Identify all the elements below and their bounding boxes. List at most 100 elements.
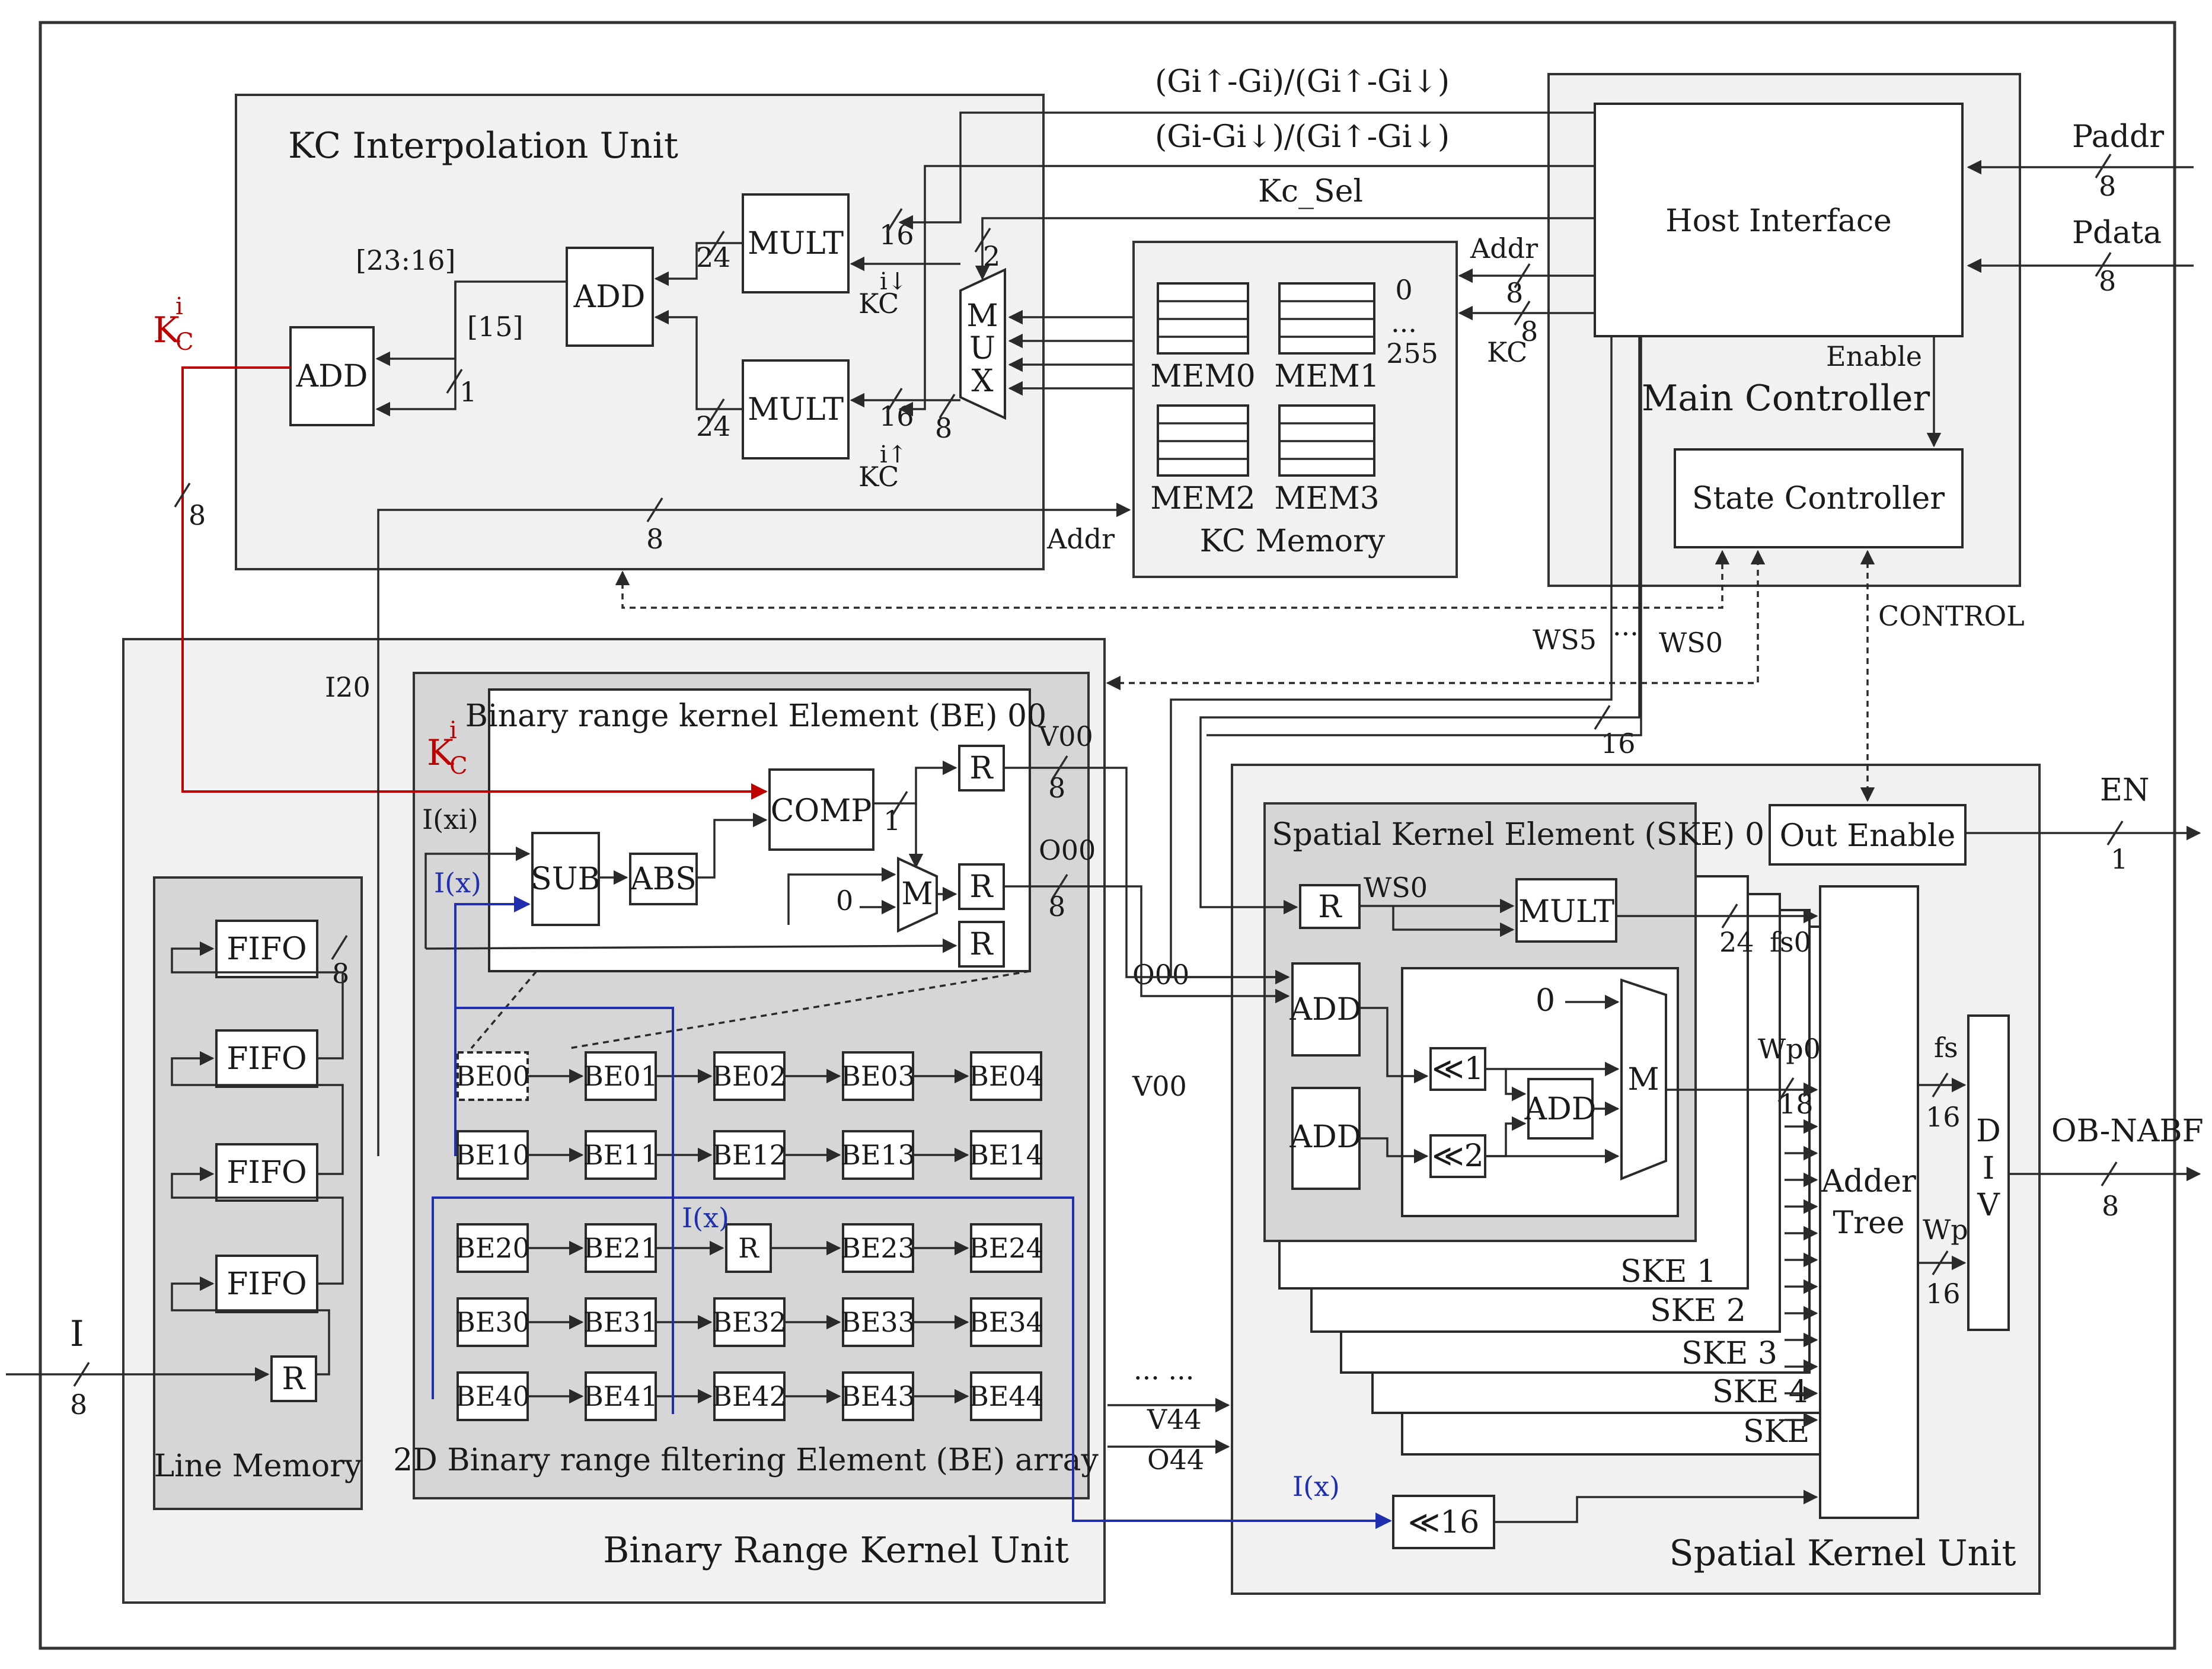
- ws-dots: ···: [1613, 618, 1639, 650]
- fifo-2: [215, 1029, 318, 1088]
- dots-row: ··· ···: [1134, 1362, 1194, 1394]
- mult-lower-label: MULT: [748, 392, 844, 427]
- kc-label-top: KC: [1487, 336, 1527, 368]
- width-16-wp: 16: [1926, 1278, 1961, 1310]
- fifo-3: [215, 1143, 318, 1202]
- div-block: [1967, 1014, 2010, 1331]
- be-cell-label: BE33: [841, 1306, 915, 1338]
- bus-width-marks: [73, 154, 2124, 1387]
- mult-block-lower: [742, 359, 850, 459]
- width-16-lower: 16: [879, 400, 914, 432]
- kc-memory: MEM0 MEM1 MEM2 MEM3 KC Memory 0 ... 255: [1132, 241, 1458, 578]
- enable-label: Enable: [1826, 340, 1922, 372]
- sub-block: [531, 832, 600, 926]
- ske-mux: [1620, 978, 1667, 1180]
- width-16-ws: 16: [1601, 727, 1636, 759]
- be-cell-label: BE34: [969, 1306, 1043, 1338]
- be-cell-be30: [457, 1297, 529, 1347]
- out-enable-label: Out Enable: [1780, 818, 1956, 854]
- be-cell-be33: [842, 1297, 914, 1347]
- be-cell-label: BE01: [583, 1060, 658, 1092]
- add-interp-label: ADD: [573, 279, 646, 315]
- ske-zero: 0: [1536, 983, 1555, 1019]
- be-reg-o: [958, 863, 1005, 910]
- fifo-2-label: FIFO: [226, 1041, 307, 1077]
- ske-add-shift-label: ADD: [1524, 1092, 1597, 1127]
- ske-add-upper: [1291, 962, 1361, 1057]
- en-label: EN: [2100, 773, 2149, 808]
- width-1-comp: 1: [883, 805, 901, 837]
- width-8-fifo: 8: [332, 958, 349, 990]
- ske-register: [1299, 884, 1361, 929]
- kc-mux: [959, 267, 1006, 420]
- be-cell-label: BE43: [841, 1380, 915, 1412]
- host-interface-label: Host Interface: [1665, 203, 1891, 239]
- be-cell-label: BE31: [583, 1306, 658, 1338]
- outer-frame: [39, 21, 2176, 1650]
- be-reg-pass: [958, 921, 1005, 968]
- ske-register-label: R: [1318, 889, 1342, 925]
- mem1-label: MEM1: [1274, 359, 1380, 394]
- be00-detail-title: Binary range kernel Element (BE) 00: [465, 698, 1046, 734]
- fifo-4: [215, 1255, 318, 1313]
- sub-label: SUB: [531, 861, 601, 897]
- wires: [6, 111, 2201, 1529]
- binary-range-kernel-unit: Binary Range Kernel Unit I20 Line Memory…: [122, 638, 1106, 1604]
- width-2-mux: 2: [983, 240, 1000, 272]
- be-cell-be43: [842, 1371, 914, 1421]
- width-8-addr-top: 8: [1506, 277, 1523, 309]
- ws0-label-top: WS0: [1659, 627, 1723, 659]
- be-cell-label: BE32: [712, 1306, 787, 1338]
- ix-label-ske: I(x): [1292, 1470, 1340, 1502]
- grid-register-label: R: [738, 1232, 759, 1264]
- i20-label: I20: [325, 671, 371, 703]
- ske0-title: Spatial Kernel Element (SKE) 0: [1272, 817, 1764, 853]
- width-8-out: 8: [2102, 1190, 2119, 1222]
- be-cell-be13: [842, 1130, 914, 1180]
- mux-letter-x: X: [971, 363, 993, 399]
- mux-letter-m: M: [966, 298, 998, 334]
- v44-label: V44: [1147, 1403, 1202, 1435]
- mem-range-end: 255: [1386, 337, 1438, 369]
- width-16-fs: 16: [1926, 1101, 1961, 1133]
- kci-down-label: KC: [858, 288, 899, 320]
- spatial-kernel-title: Spatial Kernel Unit: [1670, 1533, 2016, 1574]
- kc-interpolation-title: KC Interpolation Unit: [288, 125, 678, 167]
- be-cell-label: BE23: [841, 1232, 915, 1264]
- ske3-label: SKE 3: [1681, 1336, 1777, 1371]
- ske-add-upper-label: ADD: [1289, 992, 1362, 1027]
- ix-label-be: I(x): [434, 867, 481, 899]
- width-24-ske: 24: [1719, 926, 1754, 958]
- div-letter-i: I: [1983, 1151, 1995, 1186]
- be-cell-be01: [585, 1051, 657, 1101]
- add-final-label: ADD: [296, 359, 368, 394]
- fifo-1: [215, 920, 318, 978]
- main-controller: Host Interface Enable Main Controller St…: [1547, 73, 2021, 587]
- addr-label-bottom: Addr: [1046, 523, 1115, 555]
- add-block-final: [289, 326, 375, 426]
- adder-tree-block: [1819, 885, 1919, 1519]
- ske4-label: SKE 4: [1712, 1374, 1808, 1410]
- width-8-kc-top: 8: [1521, 315, 1538, 347]
- ske-mult-block: [1515, 878, 1617, 943]
- shift2-label: ≪2: [1432, 1138, 1484, 1174]
- be-cell-label: BE13: [841, 1139, 915, 1171]
- fifo-4-label: FIFO: [226, 1266, 307, 1302]
- mem3-label: MEM3: [1274, 481, 1380, 516]
- be-mux: [897, 856, 938, 933]
- width-1-en: 1: [2111, 843, 2128, 875]
- width-8-v00: 8: [1048, 772, 1065, 804]
- be-cell-be40: [457, 1371, 529, 1421]
- be-cell-be14: [970, 1130, 1042, 1180]
- ws0-label-ske: WS0: [1364, 872, 1428, 904]
- host-interface-block: [1594, 103, 1964, 337]
- mem-range-dots: ...: [1391, 307, 1417, 339]
- ske-add-lower-label: ADD: [1289, 1119, 1362, 1155]
- shift16-label: ≪16: [1408, 1505, 1480, 1540]
- line-memory-title: Line Memory: [154, 1448, 362, 1484]
- addr-label-top: Addr: [1470, 232, 1538, 264]
- paddr-label: Paddr: [2072, 119, 2164, 155]
- ob-nabf-label: OB-NABF: [2051, 1113, 2204, 1149]
- mux-letter-u: U: [969, 331, 995, 366]
- ske-add-lower: [1291, 1087, 1361, 1190]
